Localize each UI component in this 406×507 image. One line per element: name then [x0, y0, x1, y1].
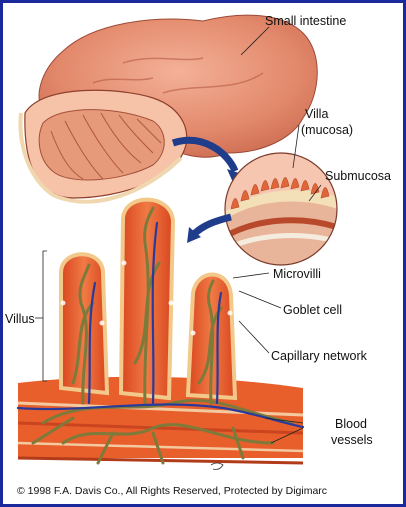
label-capillary-network: Capillary network: [271, 349, 367, 363]
zoom-arrow-1: [171, 136, 239, 173]
small-intestine-drawing: [18, 14, 318, 204]
label-microvilli: Microvilli: [273, 267, 321, 281]
label-vessels: vessels: [331, 433, 373, 447]
label-villa: Villa: [305, 107, 329, 121]
label-villus: Villus: [5, 312, 35, 326]
zoom-arrow-2: [190, 213, 232, 238]
copyright-notice: © 1998 F.A. Davis Co., All Rights Reserv…: [17, 485, 328, 497]
label-blood: Blood: [335, 417, 367, 431]
label-submucosa: Submucosa: [325, 169, 392, 183]
label-small-intestine: Small intestine: [265, 14, 347, 28]
villi-cross-section: [16, 197, 305, 470]
mucosa-zoom-circle: [224, 152, 338, 266]
intestine-illustration: [16, 14, 338, 470]
label-mucosa: (mucosa): [301, 123, 354, 137]
label-goblet-cell: Goblet cell: [283, 303, 343, 317]
leader-lines: [35, 26, 322, 444]
